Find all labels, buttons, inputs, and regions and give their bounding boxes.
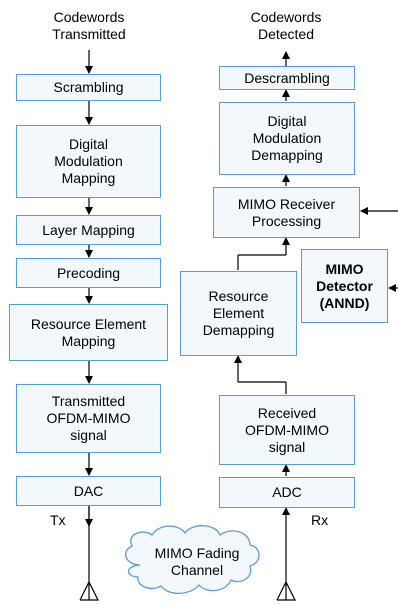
- layer-mapping-block: Layer Mapping: [16, 215, 161, 245]
- re-demapping-block: Resource Element Demapping: [180, 271, 297, 356]
- tx-header: Codewords Transmitted: [52, 9, 126, 42]
- rx-ofdm-signal-block: Received OFDM-MIMO signal: [219, 395, 355, 465]
- descrambling-block: Descrambling: [219, 66, 355, 90]
- rx-antenna-icon: [276, 580, 296, 601]
- channel-cloud-icon: [124, 525, 260, 595]
- demodulation-demapping-block: Digital Modulation Demapping: [219, 102, 355, 175]
- dac-block: DAC: [16, 476, 161, 506]
- modulation-mapping-block: Digital Modulation Mapping: [16, 125, 161, 198]
- channel-label: MIMO Fading Channel: [154, 545, 240, 578]
- rx-header: Codewords Detected: [250, 9, 322, 42]
- mimo-rx-processing-block: MIMO Receiver Processing: [213, 187, 360, 238]
- rx-label: Rx: [311, 512, 329, 528]
- adc-block: ADC: [219, 477, 355, 508]
- precoding-block: Precoding: [16, 258, 161, 288]
- re-mapping-block: Resource Element Mapping: [9, 304, 168, 361]
- tx-antenna-icon: [79, 506, 99, 601]
- tx-ofdm-signal-block: Transmitted OFDM-MIMO signal: [16, 384, 161, 453]
- mimo-detector-block: MIMO Detector (ANND): [301, 249, 388, 323]
- scrambling-block: Scrambling: [16, 74, 161, 101]
- tx-label: Tx: [50, 512, 66, 528]
